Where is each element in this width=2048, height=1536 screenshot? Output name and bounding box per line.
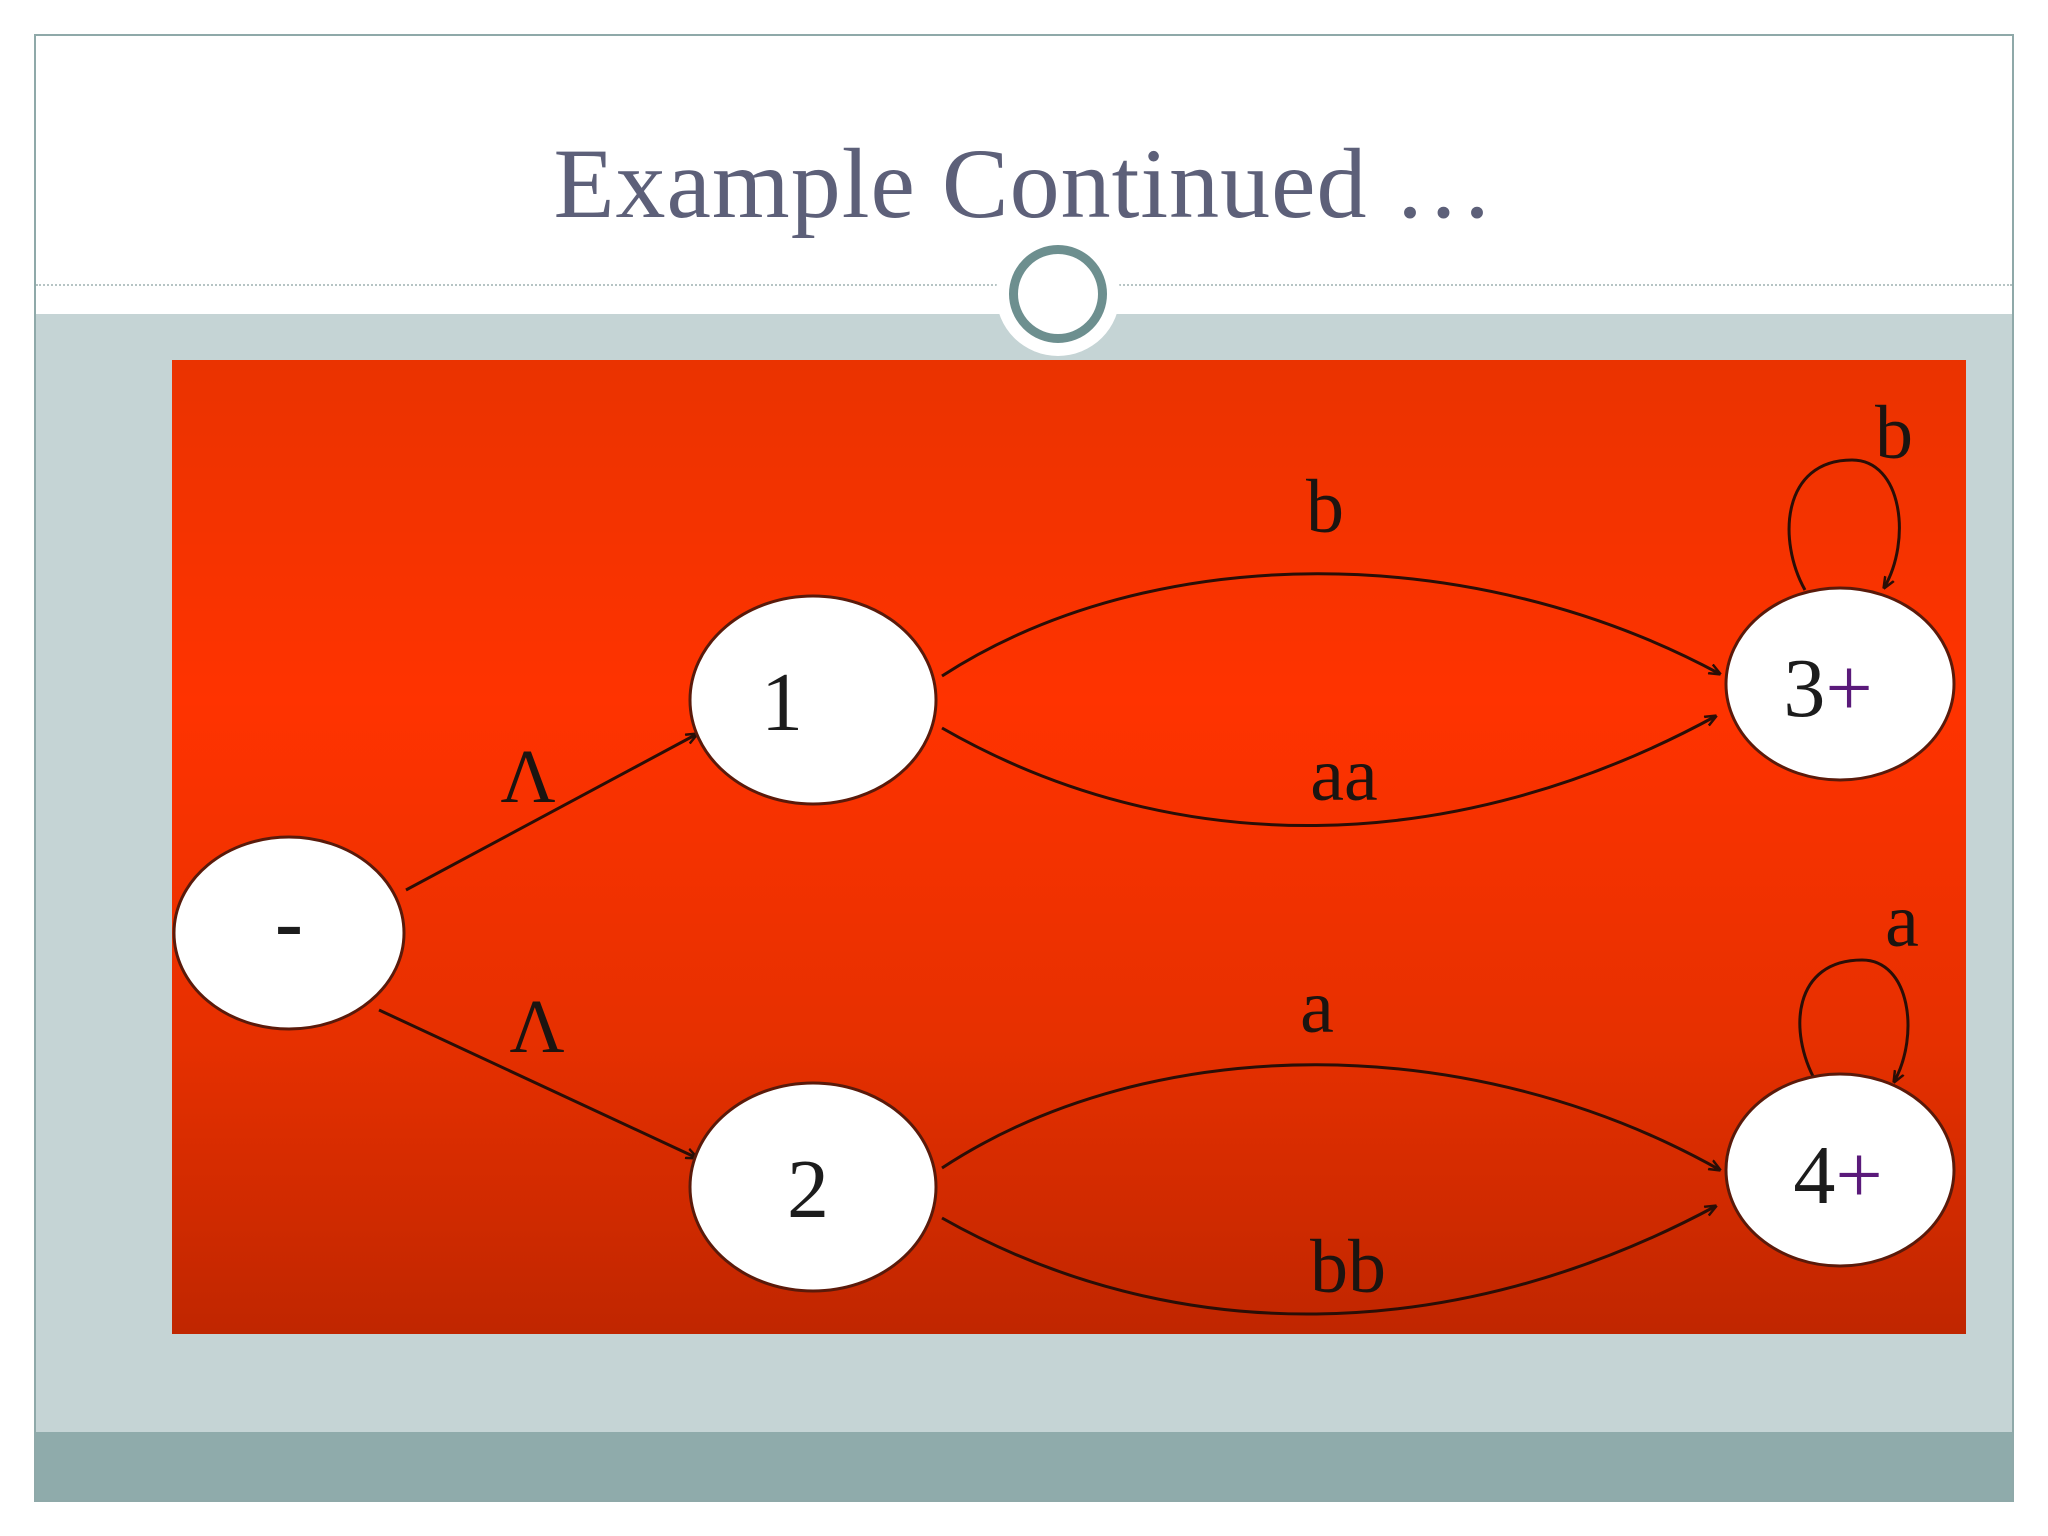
- edge-start-to-1: [405, 734, 697, 892]
- automaton-svg: - 1 2 3+ 4+ Λ Λ b aa b a bb a: [172, 391, 1956, 1316]
- edge-4-self-loop: [1798, 958, 1910, 1082]
- ring-ornament: [996, 232, 1120, 356]
- edge-3-self-loop: [1787, 458, 1901, 590]
- edge-1-to-3-top: [941, 572, 1720, 678]
- node-4-final-mark: +: [1835, 1129, 1882, 1222]
- edge-label-4-loop: a: [1885, 879, 1919, 963]
- edge-start-to-2: [378, 1008, 697, 1158]
- slide-title: Example Continued …: [553, 128, 1495, 239]
- edge-label-start-to-1: Λ: [500, 735, 555, 819]
- node-2-label: 2: [787, 1143, 829, 1236]
- automaton-diagram: - 1 2 3+ 4+ Λ Λ b aa b a bb a: [172, 360, 1966, 1334]
- node-start: [172, 835, 406, 1031]
- edge-2-to-4-bottom: [941, 1206, 1716, 1316]
- node-4-digit: 4: [1793, 1129, 1835, 1222]
- node-4-final: [1724, 1072, 1956, 1268]
- node-4-label: 4+: [1793, 1129, 1882, 1222]
- edge-label-2-to-4-top: a: [1300, 965, 1334, 1049]
- edge-label-start-to-2: Λ: [509, 985, 564, 1069]
- node-3-final-mark: +: [1825, 642, 1872, 735]
- edge-label-2-to-4-bottom: bb: [1310, 1225, 1386, 1309]
- edge-label-1-to-3-top: b: [1306, 465, 1344, 549]
- footer-bar: [36, 1432, 2012, 1500]
- ring-icon: [1009, 245, 1107, 343]
- edge-1-to-3-bottom: [941, 716, 1716, 827]
- node-3-final: [1724, 586, 1956, 782]
- slide: Example Continued …: [34, 34, 2014, 1502]
- edge-label-1-to-3-bottom: aa: [1310, 733, 1377, 817]
- node-start-label: -: [275, 876, 303, 969]
- node-1-label: 1: [761, 656, 803, 749]
- edge-2-to-4-top: [941, 1063, 1720, 1170]
- node-3-label: 3+: [1783, 642, 1872, 735]
- edge-label-3-loop: b: [1875, 391, 1913, 475]
- node-1: [688, 594, 938, 806]
- node-3-digit: 3: [1783, 642, 1825, 735]
- node-2: [688, 1081, 938, 1293]
